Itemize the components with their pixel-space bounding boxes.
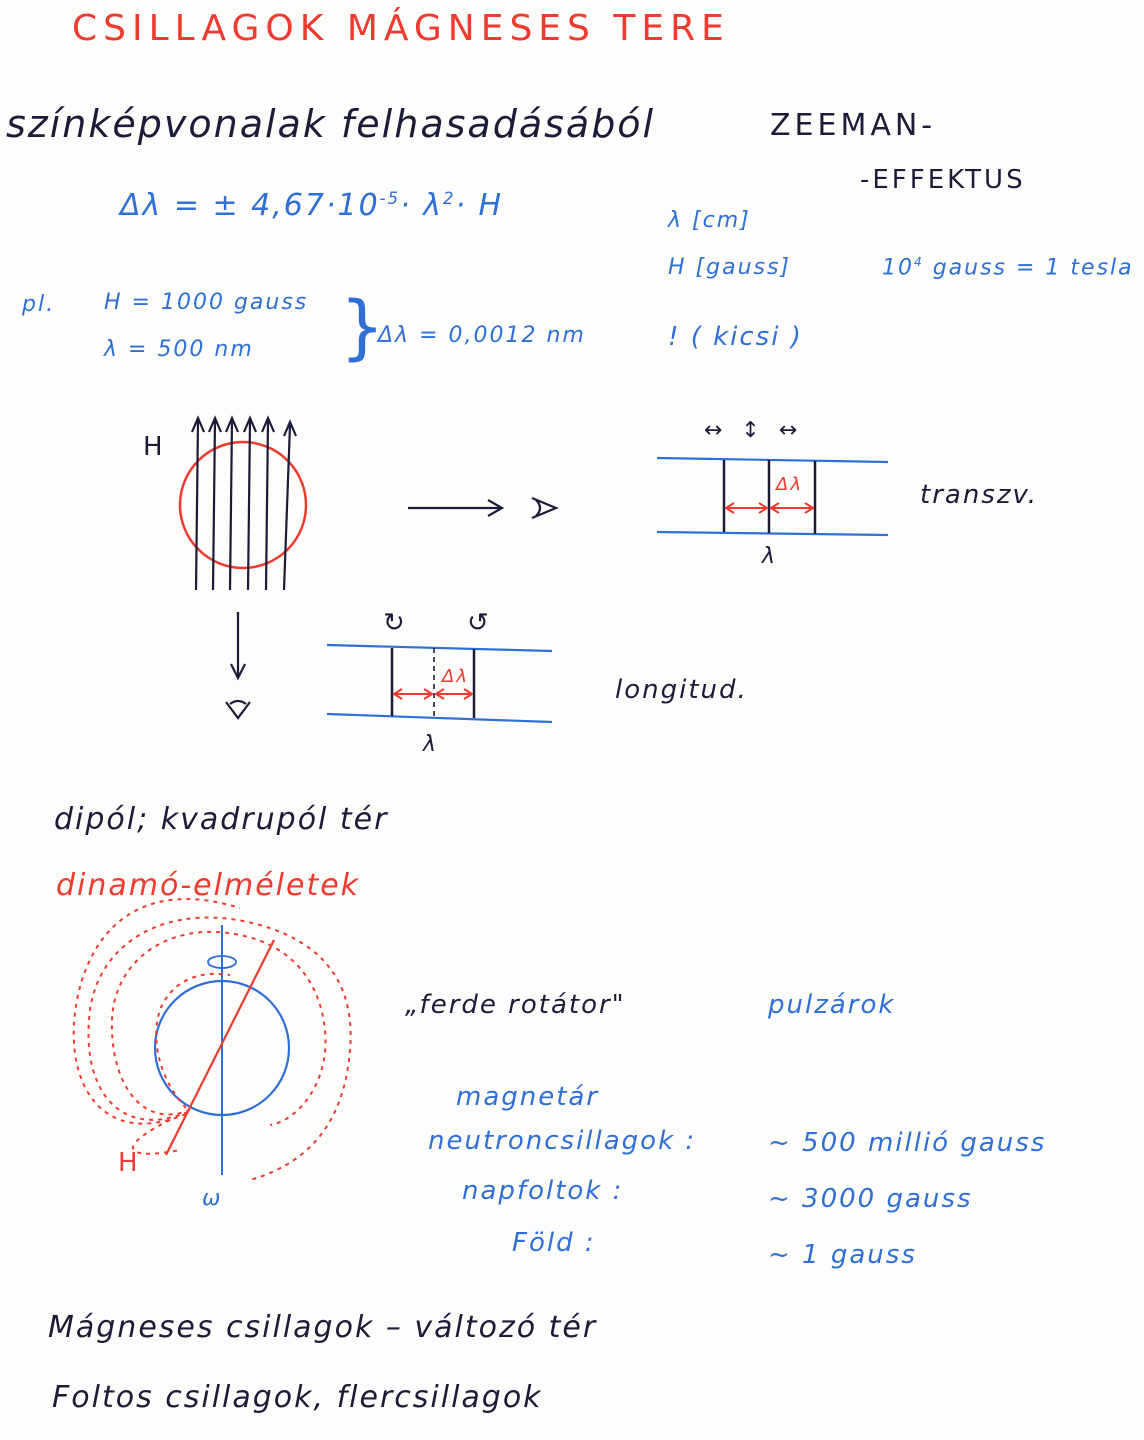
- example-note: ! ( kicsi ): [668, 322, 803, 352]
- unit-lambda: λ [cm]: [668, 208, 751, 233]
- brace: }: [340, 286, 387, 368]
- example-h: H = 1000 gauss: [104, 290, 309, 315]
- spotted-stars-line: Foltos csillagok, flercsillagok: [52, 1380, 543, 1415]
- example-lambda: λ = 500 nm: [104, 337, 254, 362]
- transverse-label: transzv.: [920, 480, 1039, 510]
- dynamo-heading: dinamó-elméletek: [56, 868, 361, 903]
- longitudinal-delta: Δλ: [442, 666, 469, 687]
- dipole-heading: dipól; kvadrupól tér: [54, 802, 389, 837]
- field-h-label: H: [143, 432, 165, 462]
- transverse-delta: Δλ: [776, 474, 803, 495]
- transverse-lambda: λ: [762, 544, 778, 569]
- pulsars-label: pulzárok: [768, 990, 896, 1020]
- eye-icon-bottom: [225, 699, 251, 720]
- circular-right-icon: ↺: [467, 608, 491, 638]
- rotator-h-label: H: [118, 1148, 140, 1178]
- magnetar-label: magnetár: [456, 1082, 600, 1112]
- longitudinal-spectrum: [326, 643, 553, 724]
- unit-conversion: 104 gauss = 1 tesla: [882, 255, 1134, 281]
- field-lines: [190, 415, 298, 591]
- effektus-label: -EFFEKTUS: [860, 165, 1026, 195]
- table-row-value: ~ 500 millió gauss: [768, 1128, 1047, 1158]
- table-row-value: ~ 1 gauss: [768, 1240, 917, 1270]
- polarization-arrows: ↔ ↕ ↔: [704, 418, 804, 443]
- transverse-spectrum: [656, 456, 889, 537]
- example-result: Δλ = 0,0012 nm: [378, 323, 586, 348]
- eye-icon: [531, 496, 559, 520]
- example-label: pl.: [22, 292, 56, 317]
- table-row-name: Föld :: [512, 1228, 596, 1258]
- circular-left-icon: ↻: [383, 608, 407, 638]
- table-row-value: ~ 3000 gauss: [768, 1184, 973, 1214]
- page-title: CSILLAGOK MÁGNESES TERE: [72, 8, 730, 49]
- zeeman-label: ZEEMAN-: [770, 108, 937, 143]
- magnetic-stars-line: Mágneses csillagok – változó tér: [48, 1310, 598, 1345]
- rotation-omega-label: ω: [202, 1186, 223, 1211]
- zeeman-formula: Δλ = ± 4,67·10-5· λ2· H: [120, 188, 504, 223]
- star-circle: [178, 440, 308, 570]
- intro-line: színképvonalak felhasadásából: [6, 102, 656, 146]
- oblique-rotator-diagram: [72, 898, 352, 1181]
- longitudinal-lambda: λ: [423, 732, 439, 757]
- table-row-name: napfoltok :: [462, 1176, 624, 1206]
- unit-h: H [gauss]: [668, 255, 792, 280]
- longitudinal-label: longitud.: [615, 675, 748, 705]
- table-row-name: neutroncsillagok :: [428, 1126, 697, 1156]
- oblique-rotator-label: „ferde rotátor": [405, 990, 626, 1020]
